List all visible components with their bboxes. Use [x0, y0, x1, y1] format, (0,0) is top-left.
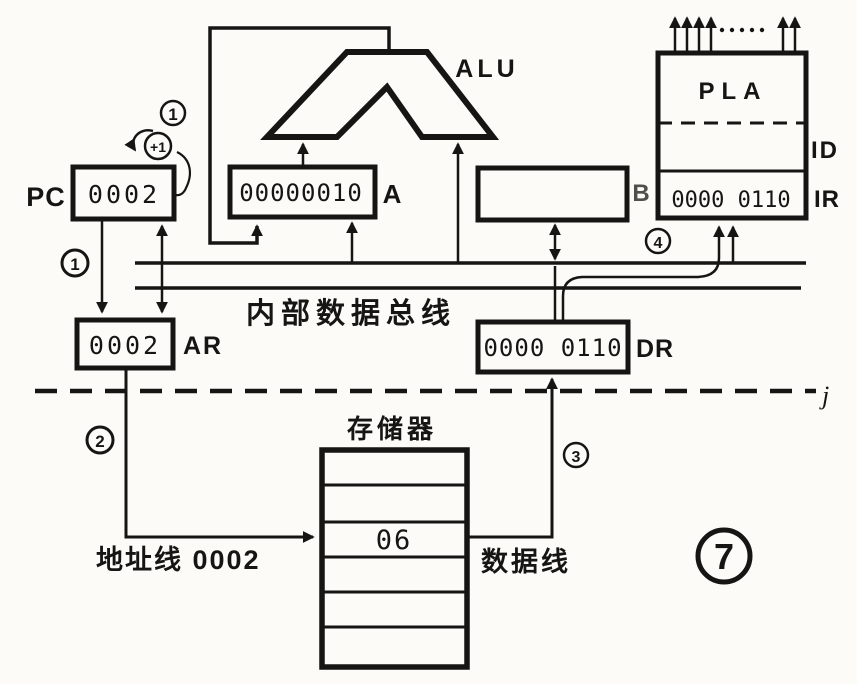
- dr-to-ir-transfer: 4: [561, 225, 725, 320]
- register-a: 00000010 A: [227, 164, 402, 220]
- a-box: [227, 164, 378, 220]
- step1-increment-circle: [159, 99, 187, 127]
- register-dr: 0000 0110 DR: [475, 319, 674, 375]
- step3-number: 3: [572, 449, 581, 466]
- id-label: ID: [811, 137, 839, 164]
- register-pc: PC 0002: [26, 164, 177, 222]
- step4-circle: [644, 227, 672, 255]
- ellipsis-dots: [719, 27, 765, 33]
- step2-circle: [85, 425, 115, 455]
- memory-label: 存储器: [347, 414, 437, 444]
- boundary-corner-mark: j: [819, 381, 829, 410]
- ar-value: 0002: [89, 331, 161, 360]
- data-line-label: 数据线: [481, 547, 571, 577]
- step1-increment-number: 1: [168, 105, 177, 124]
- b-box: [475, 165, 630, 223]
- step2-number: 2: [95, 432, 104, 451]
- figure-number-text: 7: [714, 536, 734, 577]
- internal-data-bus: 内部数据总线: [135, 261, 806, 330]
- step4-number: 4: [654, 235, 663, 252]
- ir-label: IR: [814, 186, 840, 213]
- ar-label: AR: [183, 332, 223, 360]
- plus-one-circle: [143, 131, 173, 161]
- a-value: 00000010: [239, 179, 363, 207]
- pc-increment-group: 1 +1: [124, 99, 192, 197]
- ir-value: 0000 0110: [671, 188, 790, 213]
- cpu-memory-boundary: j: [35, 381, 829, 410]
- memory-unit: 存储器 06: [319, 414, 470, 670]
- memory-cell-value: 06: [376, 525, 413, 556]
- dr-box: [475, 319, 631, 375]
- register-b: B: [475, 165, 650, 223]
- address-path: 2 地址线 0002: [85, 368, 315, 575]
- figure-number-circle: [695, 527, 753, 585]
- alu-output-feedback-arrow: [208, 26, 391, 245]
- pla-id-ir-unit: PLA ID IR 0000 0110: [655, 16, 840, 221]
- a-label: A: [383, 179, 402, 209]
- ar-to-memory-arrow: [124, 368, 315, 543]
- increment-tail-curve: [175, 151, 192, 197]
- step3-circle: [562, 441, 590, 469]
- step1-circle: [60, 248, 90, 278]
- register-ar: 0002 AR: [74, 317, 223, 371]
- pc-box: [70, 164, 177, 222]
- pc-value: 0002: [88, 180, 160, 209]
- pc-label: PC: [26, 182, 66, 212]
- figure-number-badge: 7: [695, 527, 753, 585]
- memory-to-dr-arrow: [467, 377, 558, 539]
- address-line-label: 地址线 0002: [96, 545, 261, 575]
- alu-unit: ALU: [260, 49, 518, 140]
- plus-one-label: +1: [150, 139, 166, 155]
- memory-row-dividers: [322, 483, 467, 629]
- data-path: 3 数据线: [467, 377, 590, 577]
- pla-id-ir-box: [655, 50, 809, 221]
- dr-label: DR: [636, 335, 674, 363]
- pla-label: PLA: [699, 78, 768, 105]
- dr-to-ir-curved-arrow: [561, 225, 725, 320]
- bus-connections: [297, 142, 739, 321]
- alu-shape: [260, 49, 500, 140]
- dr-value: 0000 0110: [483, 334, 622, 362]
- increment-hook-arrow: [124, 129, 154, 152]
- b-label: B: [632, 180, 649, 207]
- pc-to-ar-transfer: 1: [60, 220, 168, 314]
- pla-control-output-arrows: [669, 16, 801, 52]
- step1-number: 1: [70, 255, 79, 274]
- bus-label: 内部数据总线: [246, 296, 456, 330]
- alu-label: ALU: [455, 55, 518, 83]
